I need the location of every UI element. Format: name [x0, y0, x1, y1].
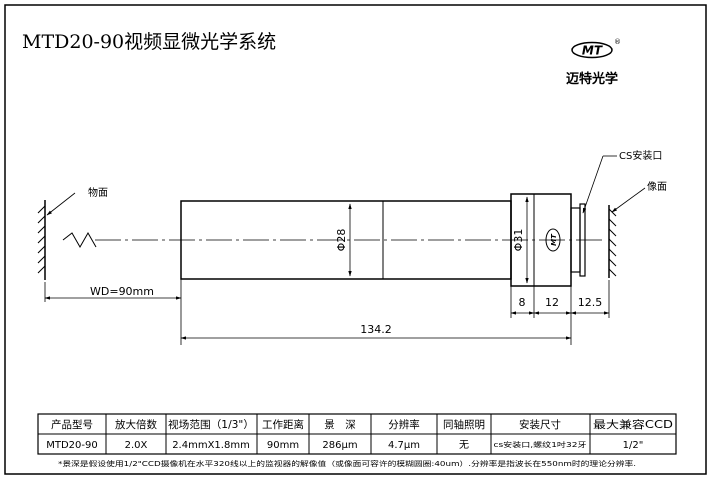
logo-registered: ® [614, 38, 621, 46]
spec-table: 产品型号 放大倍数 视场范围（1/3"） 工作距离 景 深 分辨率 同轴照明 安… [37, 413, 677, 455]
drawing-border [4, 4, 707, 475]
dim-12-label: 12 [545, 296, 559, 309]
table-header-model: 产品型号 [51, 418, 93, 431]
table-cell-depth-of-field: 286μm [322, 440, 357, 451]
brand-logo: MT ® 迈特光学 [566, 38, 621, 87]
table-cell-mount-size: cs安装口,螺纹1吋32牙 [494, 440, 587, 449]
table-header-coaxial-illumination: 同轴照明 [443, 418, 485, 431]
table-cell-model: MTD20-90 [46, 440, 98, 451]
table-header-field-of-view: 视场范围（1/3"） [168, 418, 254, 431]
logo-ellipse [571, 41, 613, 59]
page-title: MTD20-90视频显微光学系统 [22, 31, 276, 53]
cs-mount: CS安装口 [570, 149, 662, 277]
brand-name: 迈特光学 [566, 71, 618, 87]
table-cell-working-distance: 90mm [267, 440, 299, 451]
table-header-max-ccd: 最大兼容CCD [593, 418, 673, 431]
dim-12-5-label: 12.5 [578, 296, 603, 309]
object-plane: 物面 [37, 186, 108, 280]
lens-logo-mark: MT [550, 233, 558, 246]
image-plane: 像面 [608, 181, 667, 278]
table-header-mount-size: 安装尺寸 [519, 418, 561, 431]
tube-diameter-label: Φ28 [335, 229, 348, 252]
table-cell-field-of-view: 2.4mmX1.8mm [172, 440, 250, 451]
wd-label: WD=90mm [90, 285, 154, 298]
wd-dimension: WD=90mm [44, 279, 182, 345]
cs-mount-label: CS安装口 [619, 149, 662, 162]
table-header-magnification: 放大倍数 [115, 418, 157, 431]
object-break-line [62, 231, 97, 249]
table-cell-magnification: 2.0X [125, 440, 148, 451]
table-header-resolution: 分辨率 [388, 418, 420, 431]
footnote: *景深是假设使用1/2"CCD摄像机在水平320线以上的监视器的解像值（或像面可… [58, 459, 636, 468]
total-length-dimension: 134.2 [180, 323, 572, 340]
part-dimensions: 8 12 12.5 [510, 280, 610, 345]
mount-diameter-label: Φ31 [512, 229, 525, 252]
total-length-label: 134.2 [360, 323, 392, 336]
table-header-working-distance: 工作距离 [262, 418, 304, 431]
table-header-depth-of-field: 景 深 [324, 419, 356, 431]
table-cell-coaxial-illumination: 无 [459, 440, 469, 451]
dim-8-label: 8 [519, 296, 526, 309]
image-plane-label: 像面 [647, 181, 667, 193]
lens-logo-ellipse [545, 228, 561, 252]
table-cell-resolution: 4.7μm [388, 440, 420, 451]
logo-mark: MT [582, 44, 603, 58]
object-plane-label: 物面 [88, 186, 108, 199]
table-cell-max-ccd: 1/2" [623, 440, 644, 451]
